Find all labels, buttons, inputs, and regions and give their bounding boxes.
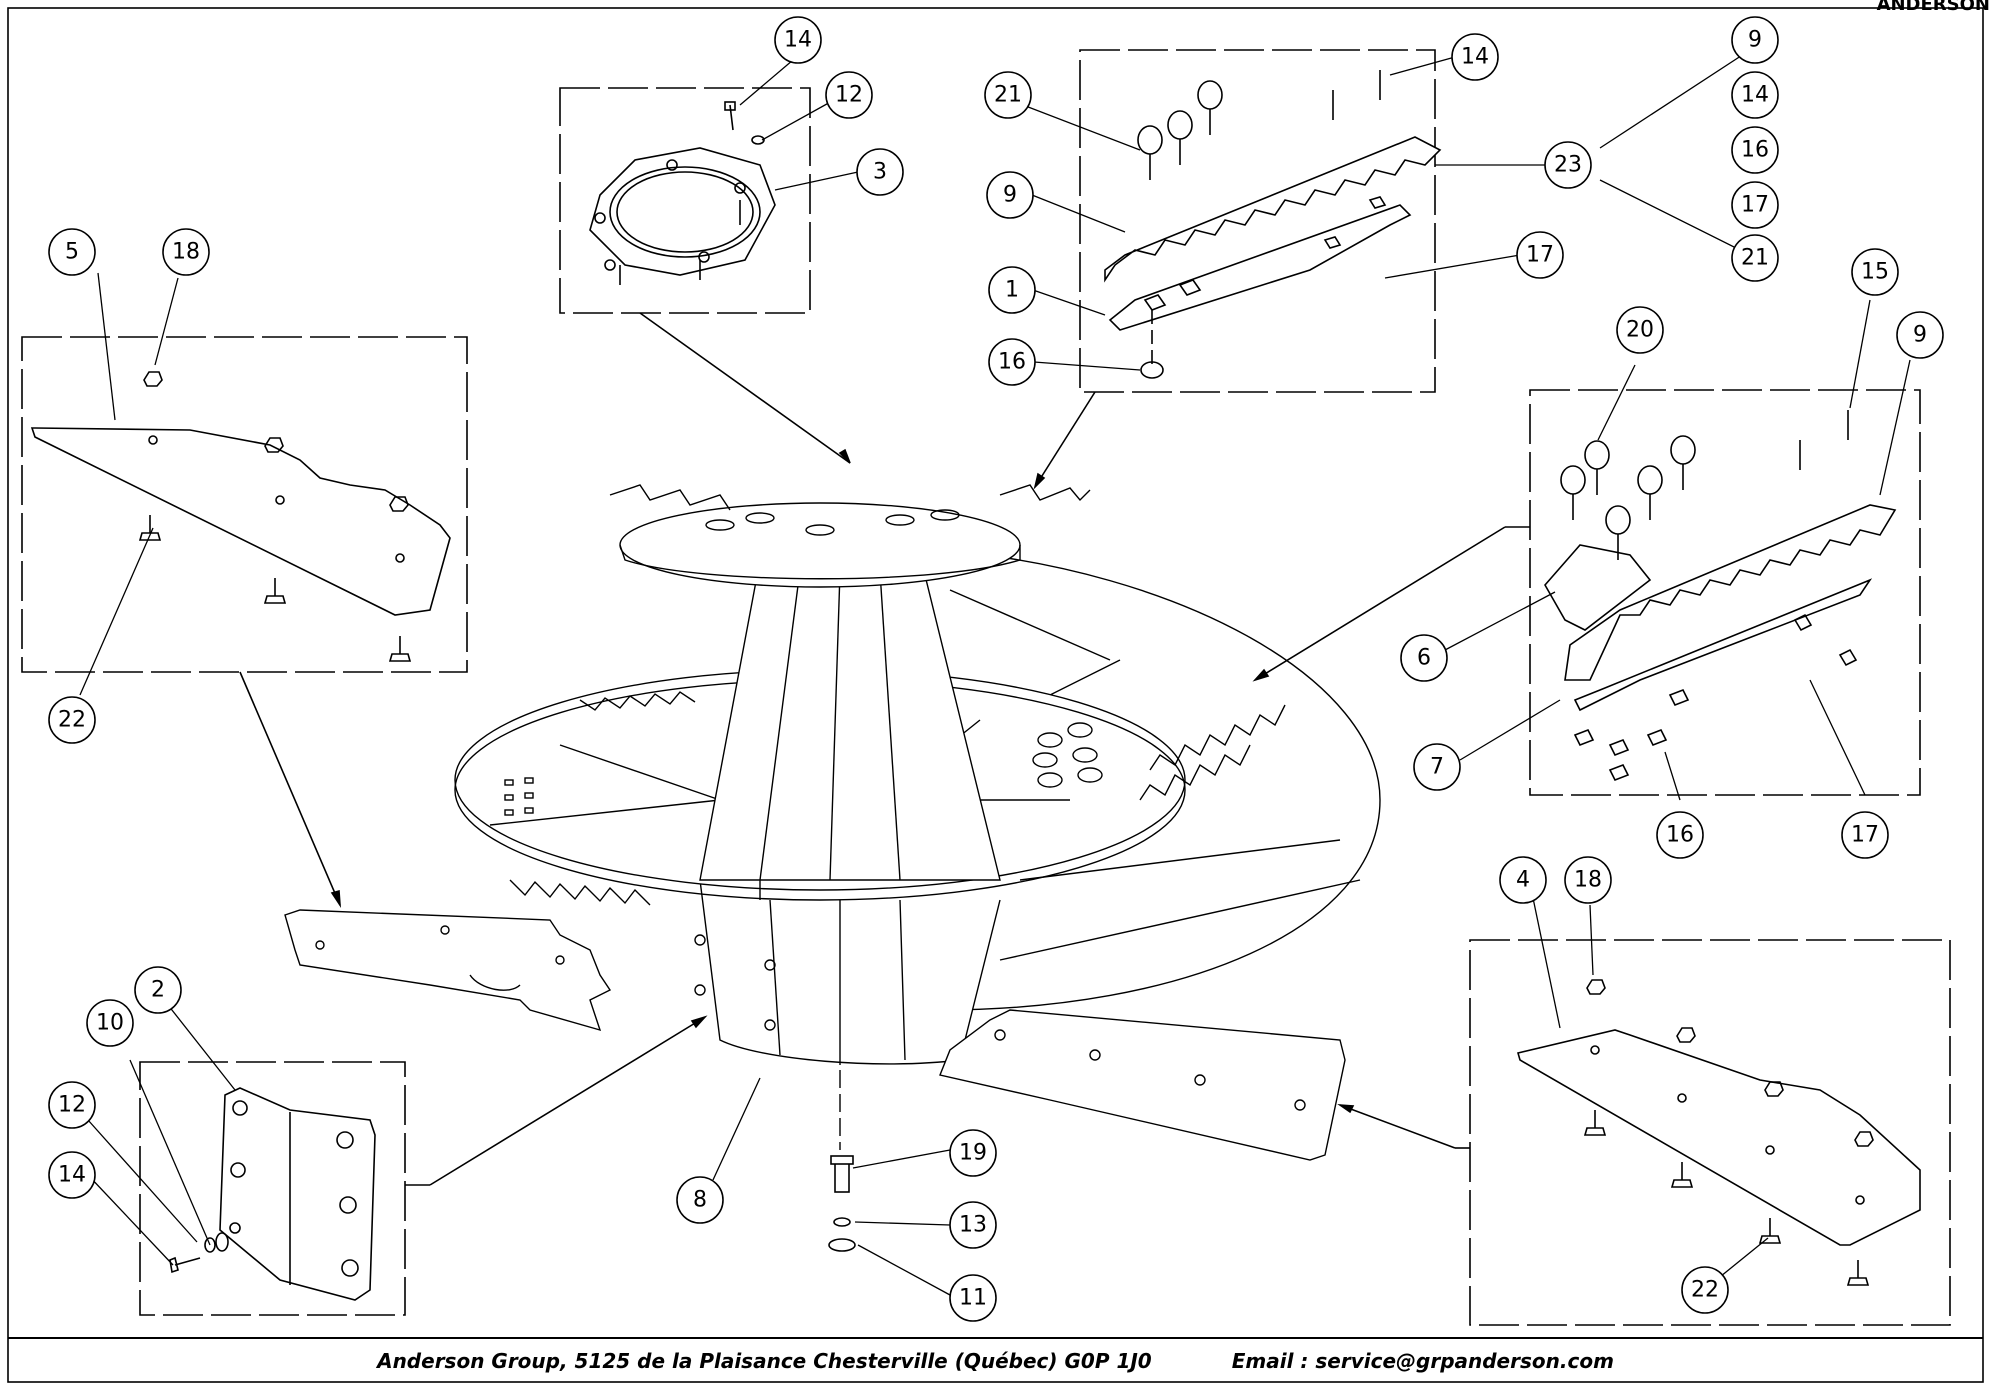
callout-18: 18 xyxy=(172,240,200,265)
bottom-hardware xyxy=(828,1155,856,1252)
detail-blade-right xyxy=(1252,389,1921,796)
callout-1: 1 xyxy=(1005,278,1019,303)
leader-lines xyxy=(79,49,1911,1296)
callout-18: 18 xyxy=(1574,868,1602,893)
callout-22: 22 xyxy=(58,708,86,733)
detail-bracket xyxy=(139,1015,708,1316)
callout-6: 6 xyxy=(1417,646,1431,671)
callout-12: 12 xyxy=(58,1093,86,1118)
callout-17: 17 xyxy=(1741,193,1769,218)
main-assembly xyxy=(284,484,1381,1161)
callout-14: 14 xyxy=(58,1163,86,1188)
callout-10: 10 xyxy=(96,1011,124,1036)
callout-14: 14 xyxy=(1461,45,1489,70)
callout-23: 23 xyxy=(1554,153,1582,178)
detail-ring xyxy=(559,87,851,464)
callout-2: 2 xyxy=(151,978,165,1003)
callout-3: 3 xyxy=(873,160,887,185)
callout-5: 5 xyxy=(65,240,79,265)
callout-16: 16 xyxy=(1741,138,1769,163)
callout-22: 22 xyxy=(1691,1278,1719,1303)
callout-21: 21 xyxy=(994,83,1022,108)
callouts xyxy=(48,16,1944,1322)
callout-14: 14 xyxy=(784,28,812,53)
callout-16: 16 xyxy=(1666,823,1694,848)
callout-14: 14 xyxy=(1741,83,1769,108)
callout-12: 12 xyxy=(835,83,863,108)
callout-20: 20 xyxy=(1626,318,1654,343)
sheet-frame xyxy=(7,7,1984,1383)
footer-email[interactable]: Email : service@grpanderson.com xyxy=(1231,1349,1614,1373)
callout-9: 9 xyxy=(1003,183,1017,208)
callout-17: 17 xyxy=(1851,823,1879,848)
detail-knife-left xyxy=(21,336,468,908)
callout-9: 9 xyxy=(1748,28,1762,53)
callout-11: 11 xyxy=(959,1286,987,1311)
callout-15: 15 xyxy=(1861,260,1889,285)
footer-address: Anderson Group, 5125 de la Plaisance Che… xyxy=(377,1349,1152,1373)
callout-labels: 14 12 3 21 9 1 16 14 17 23 9 14 16 17 21… xyxy=(58,28,1927,1311)
callout-21: 21 xyxy=(1741,246,1769,271)
callout-9: 9 xyxy=(1913,323,1927,348)
footer: Anderson Group, 5125 de la Plaisance Che… xyxy=(8,1337,1983,1383)
detail-knife-right xyxy=(1337,939,1951,1326)
callout-13: 13 xyxy=(959,1213,987,1238)
callout-16: 16 xyxy=(998,350,1026,375)
callout-19: 19 xyxy=(959,1141,987,1166)
callout-8: 8 xyxy=(693,1188,707,1213)
detail-blade-top xyxy=(1033,49,1442,490)
callout-4: 4 xyxy=(1516,868,1530,893)
callout-17: 17 xyxy=(1526,243,1554,268)
callout-7: 7 xyxy=(1430,755,1444,780)
